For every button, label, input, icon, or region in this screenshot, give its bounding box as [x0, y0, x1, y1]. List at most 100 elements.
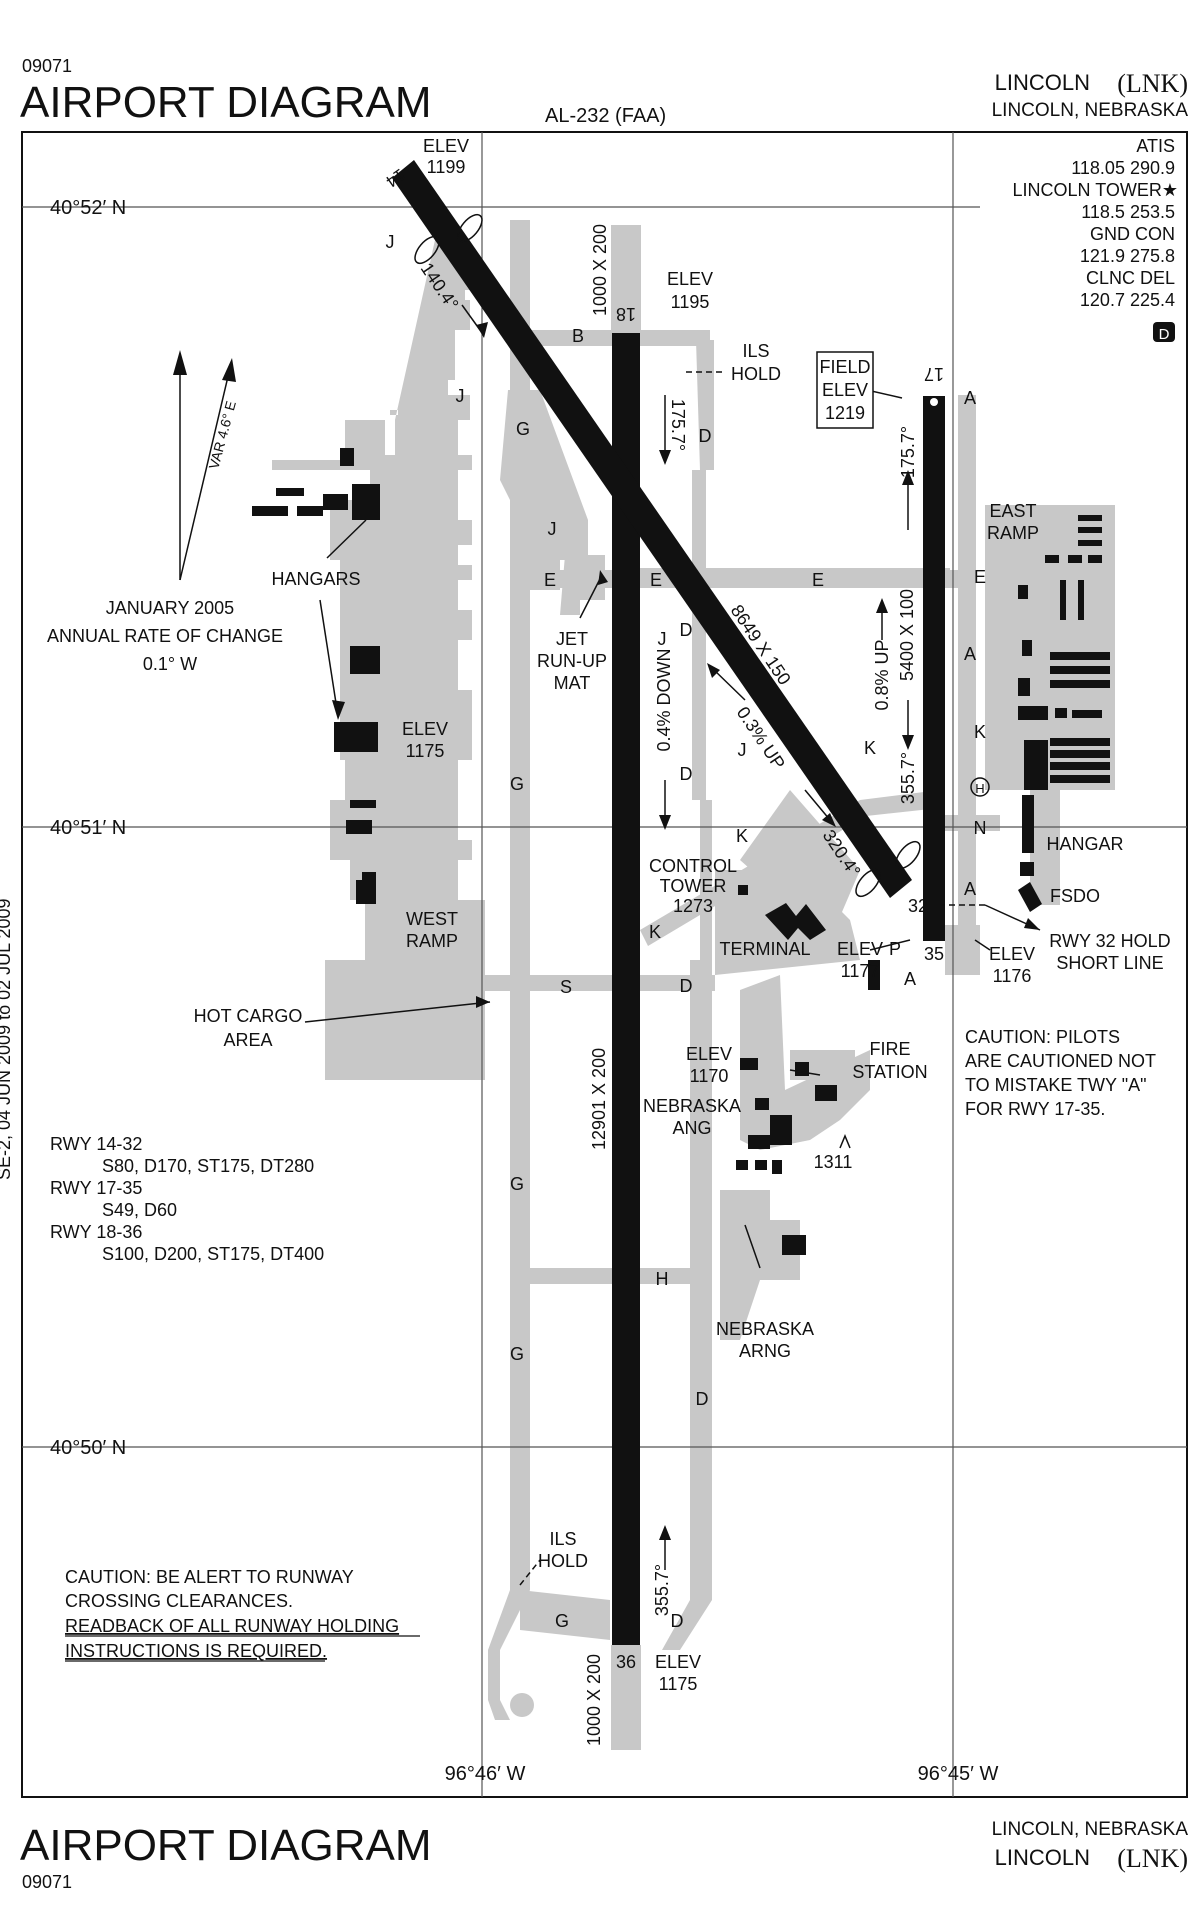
twy-s: S	[560, 977, 572, 997]
svg-text:CAUTION: PILOTS: CAUTION: PILOTS	[965, 1027, 1120, 1047]
twy-g-3: G	[510, 1174, 524, 1194]
taxiway-labels: J J J J J B G G G G G D D D D D D E E E …	[386, 232, 987, 1631]
lon-96-46: 96°46′ W	[445, 1763, 526, 1785]
rwy-17-gradient: 0.8% UP	[872, 639, 892, 710]
lon-96-45: 96°45′ W	[918, 1763, 999, 1785]
rwy32-hold-2: SHORT LINE	[1056, 953, 1163, 973]
fire-station-2: STATION	[852, 1062, 927, 1082]
rwy-17-label: 17	[924, 364, 944, 384]
heliport-label: H	[975, 781, 984, 796]
taxiway-d	[692, 340, 714, 960]
taxiway-b	[510, 330, 710, 346]
taxiway-d-south	[662, 960, 712, 1650]
rwy-36-heading: 355.7°	[652, 1564, 672, 1616]
twy-a-2: A	[964, 644, 976, 664]
ils-hold-south-1: ILS	[549, 1529, 576, 1549]
twy-g-2: G	[510, 774, 524, 794]
south-connector	[520, 1590, 610, 1640]
header-airport-name: LINCOLN	[995, 70, 1090, 95]
lat-40-50: 40°50′ N	[50, 1437, 126, 1459]
gnd-freq: 121.9 275.8	[1080, 246, 1175, 266]
twy-k-2: K	[974, 722, 986, 742]
arrowheads	[173, 322, 1040, 1540]
twy-a-4: A	[904, 969, 916, 989]
hangar-label: HANGAR	[1046, 834, 1123, 854]
footer-title: AIRPORT DIAGRAM	[20, 1821, 432, 1870]
runways	[392, 160, 945, 1750]
arng-area	[720, 1190, 800, 1340]
hangars-label: HANGARS	[271, 569, 360, 589]
clnc-freq: 120.7 225.4	[1080, 290, 1175, 310]
elev-word-1170: ELEV	[686, 1044, 732, 1064]
ils-hold-north-1: ILS	[742, 341, 769, 361]
elev-1199: 1199	[427, 157, 466, 177]
footer-airport-code: (LNK)	[1117, 1844, 1188, 1873]
clnc-label: CLNC DEL	[1086, 268, 1175, 288]
svg-text:FOR RWY 17-35.: FOR RWY 17-35.	[965, 1099, 1105, 1119]
lat-40-52: 40°52′ N	[50, 197, 126, 219]
caution-twy-a: CAUTION: PILOTS ARE CAUTIONED NOT TO MIS…	[965, 1027, 1156, 1119]
twy-k-3: K	[736, 826, 748, 846]
atis-label: ATIS	[1136, 136, 1175, 156]
taxiway-k	[640, 790, 940, 946]
field-elev-box	[816, 351, 874, 429]
tower-label: LINCOLN TOWER★	[1013, 180, 1179, 200]
variation-rate-label: ANNUAL RATE OF CHANGE	[47, 626, 283, 646]
ils-hold-north-2: HOLD	[731, 364, 781, 384]
twy-j-1: J	[386, 232, 395, 252]
rwy-36-label: 36	[616, 1652, 636, 1672]
twy-k-4: K	[649, 922, 661, 942]
twy-h: H	[656, 1269, 669, 1289]
rwy-35-label: 35	[924, 944, 944, 964]
svg-text:READBACK OF ALL RUNWAY HOLDING: READBACK OF ALL RUNWAY HOLDING	[65, 1616, 399, 1636]
control-tower-2: TOWER	[660, 876, 727, 896]
frequencies: ATIS 118.05 290.9 LINCOLN TOWER★ 118.5 2…	[1013, 136, 1179, 310]
area-labels: ELEV 1199 ELEV 1195 ELEV 1175 ELEV 1177 …	[194, 136, 1171, 1694]
header-airport-code: (LNK)	[1117, 69, 1188, 98]
twy-d-4: D	[680, 976, 693, 996]
field-elev-line3: 1219	[825, 403, 865, 423]
twy-k-1: K	[864, 738, 876, 758]
gnd-label: GND CON	[1090, 224, 1175, 244]
chart-id: AL-232 (FAA)	[545, 105, 666, 127]
ils-hold-south-2: HOLD	[538, 1551, 588, 1571]
elev-word-1199: ELEV	[423, 136, 469, 156]
strength-rwy-3: RWY 18-36	[50, 1222, 142, 1242]
caution-runway-crossing: CAUTION: BE ALERT TO RUNWAY CROSSING CLE…	[65, 1567, 420, 1662]
runway-18-36-extension-north	[611, 225, 641, 335]
runway-17-35	[923, 396, 945, 941]
jet-runup-3: MAT	[554, 673, 591, 693]
twy-p: P	[889, 939, 901, 959]
elev-1195: 1195	[671, 292, 710, 312]
footer-airport-name: LINCOLN	[995, 1845, 1090, 1870]
nebraska-arng-2: ARNG	[739, 1341, 791, 1361]
taxiway-g-corridor	[488, 220, 530, 1720]
svg-text:CROSSING CLEARANCES.: CROSSING CLEARANCES.	[65, 1591, 293, 1611]
twy-n: N	[974, 818, 987, 838]
elev-word-1177: ELEV	[837, 939, 883, 959]
variation-date: JANUARY 2005	[106, 598, 234, 618]
hot-cargo-2: AREA	[223, 1030, 272, 1050]
twy-d-2: D	[680, 620, 693, 640]
variation-rate: 0.1° W	[143, 654, 197, 674]
twy-d-1: D	[699, 426, 712, 446]
runway-18-36-extension-south	[611, 1645, 641, 1750]
taxiway-g-turnaround	[510, 1693, 534, 1717]
twy-a-3: A	[964, 879, 976, 899]
footer-number: 09071	[22, 1872, 72, 1892]
twy-j-2: J	[456, 386, 465, 406]
runway-strengths: RWY 14-32 S80, D170, ST175, DT280 RWY 17…	[50, 1134, 324, 1264]
elev-word-1195: ELEV	[667, 269, 713, 289]
airspace-class: D	[1159, 326, 1170, 343]
runway-14-32	[392, 160, 912, 898]
ang-ramp	[740, 975, 870, 1150]
twy-g-4: G	[510, 1344, 524, 1364]
twy-e-4: E	[974, 567, 986, 587]
rwy-18-dims: 12901 X 200	[589, 1048, 609, 1150]
strength-val-2: S49, D60	[102, 1200, 177, 1220]
twy-j-4: J	[658, 629, 667, 649]
elev-1175-s: 1175	[659, 1674, 698, 1694]
heliport-symbol	[970, 777, 990, 797]
variation-value: VAR 4.6° E	[205, 399, 239, 471]
airspace-badge	[1153, 322, 1175, 342]
